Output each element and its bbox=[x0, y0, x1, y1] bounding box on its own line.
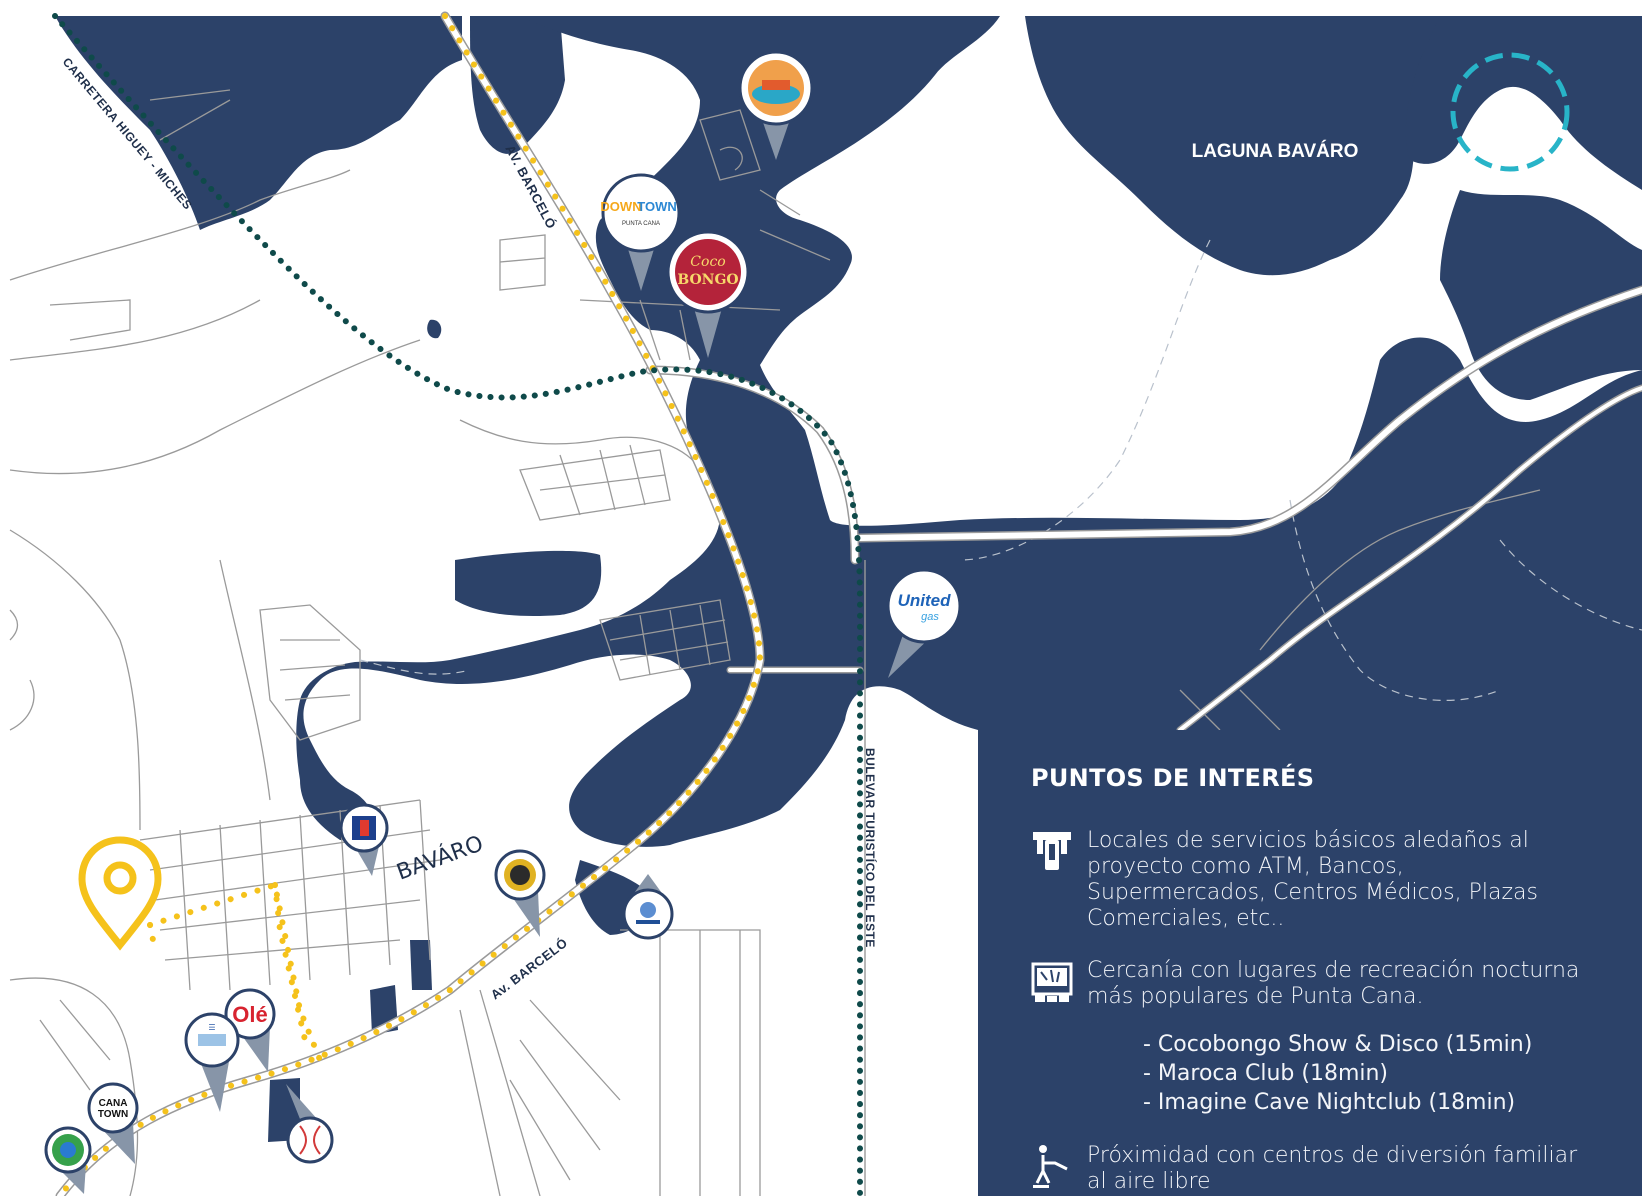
svg-text:DOWN: DOWN bbox=[600, 199, 641, 214]
bay-east-lower bbox=[1440, 190, 1642, 400]
ole-supermarket-marker[interactable]: Olé bbox=[224, 988, 276, 1072]
svg-text:Olé: Olé bbox=[232, 1002, 267, 1027]
svg-text:United: United bbox=[898, 591, 952, 610]
laguna-bavaro-water bbox=[1025, 16, 1443, 276]
plaza-logo-marker[interactable]: ☰ bbox=[184, 1012, 240, 1112]
points-of-interest-panel: PUNTOS DE INTERÉS Locales de servicios b… bbox=[978, 730, 1642, 1196]
project-location-pin[interactable] bbox=[78, 836, 162, 951]
poi-nightlife-text: Cercanía con lugares de recreación noctu… bbox=[1087, 958, 1580, 1009]
water-bavaro-block bbox=[410, 940, 432, 990]
lake-small-1 bbox=[455, 550, 602, 617]
bulevar-turistico-label: BULEVAR TURISTÍCO DEL ESTE bbox=[863, 748, 878, 948]
poi-services-text: Locales de servicios básicos aledaños al… bbox=[1087, 828, 1538, 931]
atm-icon bbox=[1033, 832, 1071, 870]
svg-text:TOWN: TOWN bbox=[98, 1109, 128, 1120]
laguna-bavaro-label: LAGUNA BAVÁRO bbox=[1192, 140, 1359, 162]
seal-logo-marker[interactable] bbox=[494, 849, 546, 937]
svg-text:CANA: CANA bbox=[99, 1098, 128, 1109]
poi-item-services: Locales de servicios básicos aledaños al… bbox=[1031, 828, 1642, 932]
nightlife-item-maroca: - Maroca Club (18min) bbox=[1143, 1061, 1389, 1086]
poi-item-family: Próximidad con centros de diversión fami… bbox=[1031, 1143, 1642, 1195]
cocobongo-logo-marker[interactable]: Coco BONGO bbox=[666, 230, 750, 358]
sea-northwest bbox=[55, 16, 462, 230]
family-playground-icon bbox=[1033, 1145, 1068, 1188]
school-logo-marker[interactable] bbox=[339, 803, 389, 876]
baseball-marker[interactable] bbox=[286, 1084, 334, 1164]
nightlife-list: - Cocobongo Show & Disco (15min) - Maroc… bbox=[1143, 1030, 1642, 1117]
svg-text:gas: gas bbox=[921, 611, 939, 623]
downtown-logo-marker[interactable]: DOWN TOWN PUNTA CANA bbox=[600, 173, 681, 291]
united-gas-logo-marker[interactable]: United gas bbox=[886, 568, 962, 678]
medical-logo-marker[interactable] bbox=[622, 874, 674, 940]
poi-family-text: Próximidad con centros de diversión fami… bbox=[1087, 1143, 1578, 1194]
nightlife-item-imagine: - Imagine Cave Nightclub (18min) bbox=[1143, 1090, 1516, 1115]
poi-item-nightlife: Cercanía con lugares de recreación noctu… bbox=[1031, 958, 1642, 1010]
svg-text:BONGO: BONGO bbox=[677, 272, 738, 288]
water-pond-2 bbox=[717, 334, 744, 357]
water-pond-north bbox=[427, 319, 442, 339]
nightlife-item-cocobongo: - Cocobongo Show & Disco (15min) bbox=[1143, 1032, 1533, 1057]
sea-north-center bbox=[470, 16, 565, 154]
resort-logo-marker[interactable] bbox=[738, 50, 814, 160]
nightlife-stage-icon bbox=[1031, 962, 1073, 1002]
svg-text:PUNTA CANA: PUNTA CANA bbox=[622, 221, 660, 227]
canatown-logo-marker[interactable]: CANA TOWN bbox=[87, 1082, 139, 1164]
route-yellow-dotted bbox=[57, 13, 764, 1196]
svg-text:TOWN: TOWN bbox=[637, 199, 676, 214]
cabeza-del-toro-highlight bbox=[1450, 52, 1570, 172]
dashed-trails bbox=[359, 239, 1642, 701]
park-logo-marker[interactable] bbox=[44, 1126, 92, 1194]
bay-east bbox=[1405, 16, 1642, 190]
svg-text:☰: ☰ bbox=[208, 1023, 215, 1032]
streets-network bbox=[9, 89, 1541, 1196]
panel-title: PUNTOS DE INTERÉS bbox=[1031, 764, 1315, 792]
svg-text:Coco: Coco bbox=[690, 254, 725, 270]
highway-dark-dotted bbox=[52, 13, 863, 1196]
